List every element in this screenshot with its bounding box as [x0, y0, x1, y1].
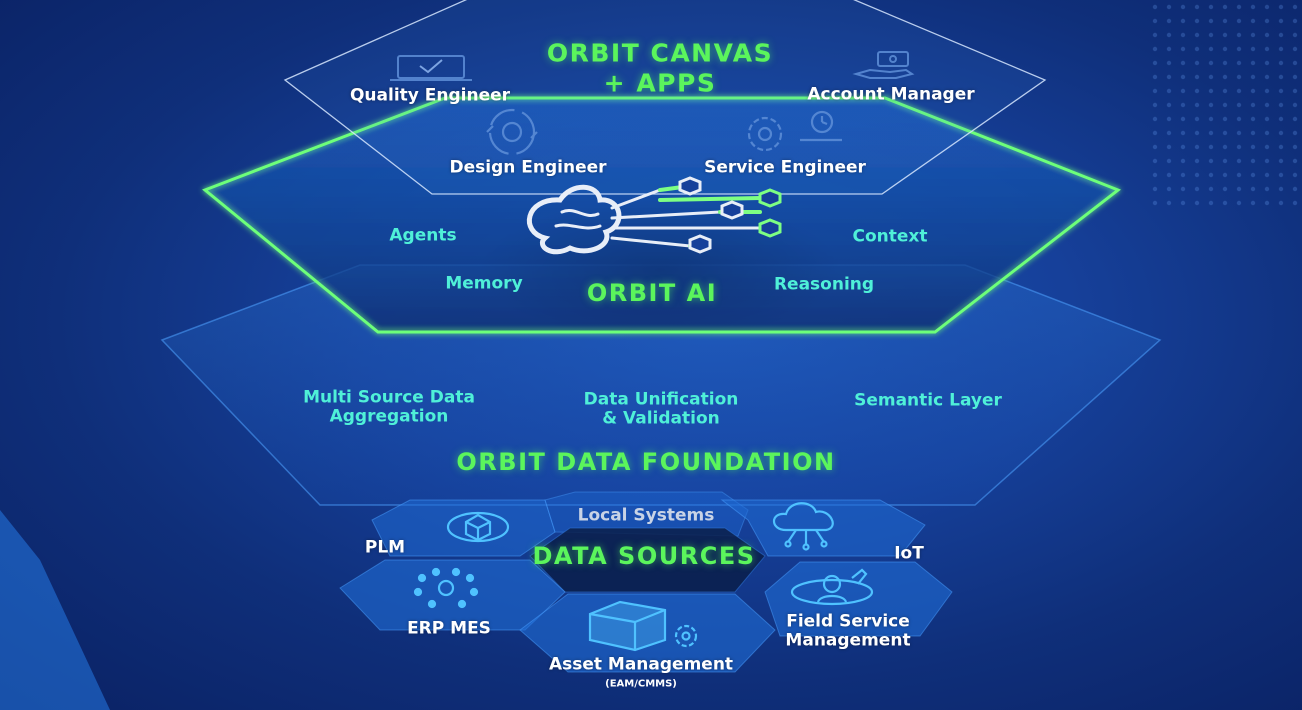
- role-service-engineer: Service Engineer: [704, 157, 866, 178]
- foundation-feature-semantic-layer: Semantic Layer: [854, 390, 1002, 411]
- role-quality-engineer: Quality Engineer: [349, 85, 511, 106]
- source-field-service-line1: Field Service: [786, 611, 910, 632]
- design-cycle-icon: [486, 108, 538, 156]
- source-asset-management: Asset Management: [548, 654, 734, 675]
- box-gear-icon: [588, 600, 698, 652]
- hand-money-icon: [852, 51, 915, 79]
- data-sources-cluster: [339, 491, 953, 673]
- dot-pattern-decoration: [1150, 0, 1302, 210]
- source-local-systems: Local Systems: [577, 505, 715, 526]
- foundation-feature-aggregation-line1: Multi Source Data: [303, 387, 475, 408]
- foundation-feature-unification-line2: & Validation: [602, 408, 720, 428]
- foundation-feature-unification: Data Unification & Validation: [584, 390, 739, 427]
- foundation-title: ORBIT DATA FOUNDATION: [456, 447, 836, 476]
- foundation-feature-unification-line1: Data Unification: [583, 389, 739, 410]
- role-design-engineer: Design Engineer: [449, 157, 607, 178]
- hex-erp: [339, 559, 566, 631]
- source-field-service: Field Service Management: [785, 612, 910, 649]
- source-asset-management-sub: (EAM/CMMS): [605, 678, 677, 690]
- hex-plm: [371, 499, 556, 557]
- canvas-layer-plate: [283, 0, 1047, 195]
- gears-clock-icon: [747, 110, 842, 152]
- hex-asset: [519, 593, 776, 673]
- hex-fsm: [764, 561, 953, 637]
- source-field-service-line2: Management: [785, 630, 911, 650]
- ai-title: ORBIT AI: [586, 278, 718, 307]
- canvas-title-line2: + APPS: [603, 68, 717, 98]
- left-light-streak: [0, 510, 110, 710]
- source-plm: PLM: [364, 537, 406, 558]
- cloud-network-icon: [772, 502, 834, 551]
- foundation-feature-aggregation-line2: Aggregation: [329, 406, 449, 426]
- brain-circuit-icon: [526, 176, 782, 255]
- ai-feature-memory: Memory: [445, 273, 523, 294]
- canvas-title-line1: ORBIT CANVAS: [546, 38, 774, 68]
- laptop-check-icon: [390, 55, 472, 81]
- role-account-manager: Account Manager: [807, 84, 975, 105]
- network-nodes-icon: [413, 567, 479, 609]
- ai-feature-agents: Agents: [389, 225, 457, 246]
- hex-iot: [720, 499, 926, 557]
- cube-cycle-icon: [446, 511, 510, 543]
- source-iot: IoT: [894, 543, 924, 564]
- sources-title: DATA SOURCES: [532, 541, 756, 570]
- wrench-person-icon: [790, 568, 874, 606]
- source-erp-mes: ERP MES: [407, 618, 491, 639]
- ai-feature-context: Context: [852, 226, 928, 247]
- foundation-feature-aggregation: Multi Source Data Aggregation: [303, 388, 475, 425]
- ai-feature-reasoning: Reasoning: [773, 274, 875, 295]
